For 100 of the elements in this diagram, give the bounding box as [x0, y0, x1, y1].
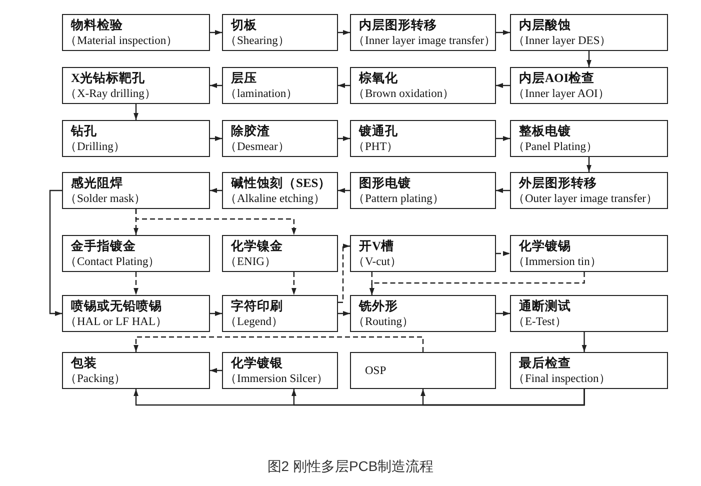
arrow	[210, 311, 222, 316]
arrow	[210, 30, 222, 35]
dashed-arrow	[338, 244, 350, 303]
step-title: 包装	[70, 354, 98, 370]
process-box	[222, 235, 338, 272]
arrow	[496, 83, 510, 88]
step-title: 钻孔	[70, 122, 98, 138]
step-title: 字符印刷	[230, 298, 284, 314]
process-box	[510, 295, 668, 332]
process-box	[62, 172, 210, 209]
step-subtitle: （Desmear）	[225, 140, 291, 154]
arrow	[134, 104, 138, 120]
process-box	[222, 352, 338, 389]
step-title: 最后检查	[518, 354, 572, 370]
arrow	[496, 136, 510, 141]
arrow	[338, 136, 350, 141]
process-box	[62, 14, 210, 51]
arrow	[338, 83, 350, 88]
step-title: 内层AOI检查	[518, 70, 596, 86]
step-title: 金手指镀金	[70, 238, 137, 254]
step-subtitle: （E-Test）	[513, 314, 568, 330]
step-title: 通断测试	[518, 298, 572, 314]
arrow	[496, 30, 510, 35]
step-subtitle: （Drilling）	[65, 140, 126, 154]
step-subtitle: （Pattern plating）	[353, 192, 446, 206]
dashed-arrow	[291, 272, 296, 295]
step-title: 层压	[230, 70, 258, 86]
step-subtitle: （Immersion tin）	[513, 254, 603, 270]
step-title: 喷锡或无铅喷锡	[70, 298, 163, 314]
process-box	[350, 235, 496, 272]
step-title: 碱性蚀刻（SES）	[230, 174, 332, 190]
arrow	[338, 188, 350, 193]
process-box	[510, 120, 668, 157]
arrow	[49, 190, 62, 316]
figure-caption: 图2 刚性多层PCB制造流程	[266, 457, 435, 476]
process-box	[222, 295, 338, 332]
step-title: 化学镀银	[230, 354, 284, 370]
step-subtitle: （Contact Plating）	[65, 254, 162, 270]
step-subtitle: （Final inspection）	[513, 372, 612, 386]
dashed-arrow	[496, 251, 510, 256]
step-subtitle: （Shearing）	[225, 34, 291, 48]
step-title: 整板电镀	[518, 122, 572, 138]
arrow	[338, 311, 350, 316]
step-subtitle: （Inner layer AOI）	[513, 86, 611, 102]
process-box	[62, 352, 210, 389]
step-title: 感光阻焊	[70, 174, 124, 190]
arrow	[210, 136, 222, 141]
process-box	[510, 172, 668, 209]
dashed-arrow	[369, 272, 585, 295]
step-title: 开V槽	[358, 238, 396, 254]
arrow	[586, 51, 592, 67]
process-box	[510, 67, 668, 104]
step-subtitle: （Outer layer image transfer）	[513, 192, 660, 206]
step-subtitle: （V-cut）	[353, 254, 404, 270]
step-subtitle: （Alkaline etching）	[225, 192, 326, 206]
arrow	[134, 389, 585, 406]
step-subtitle: （Solder mask）	[65, 192, 148, 206]
process-box	[62, 235, 210, 272]
process-box	[350, 352, 496, 389]
process-box	[350, 120, 496, 157]
arrow	[210, 188, 222, 193]
arrow	[496, 311, 510, 316]
step-title: 内层酸蚀	[518, 16, 572, 32]
step-subtitle: （Legend）	[225, 314, 284, 330]
step-subtitle: （lamination）	[225, 86, 300, 102]
process-box	[222, 120, 338, 157]
step-subtitle: （PHT）	[353, 140, 400, 154]
step-title: 物料检验	[70, 16, 124, 32]
process-box	[350, 172, 496, 209]
step-title: 切板	[230, 16, 258, 32]
process-box	[62, 120, 210, 157]
step-subtitle: （Brown oxidation）	[353, 86, 456, 102]
step-title: 化学镍金	[230, 238, 284, 254]
arrow	[496, 188, 510, 193]
process-box	[510, 352, 668, 389]
process-box	[350, 295, 496, 332]
arrow	[338, 30, 350, 35]
process-box	[222, 14, 338, 51]
step-title: 镀通孔	[358, 122, 399, 138]
step-title: 内层图形转移	[358, 16, 438, 32]
step-title: 除胶渣	[230, 122, 271, 138]
step-subtitle: （ENIG）	[225, 254, 278, 270]
step-subtitle: （X-Ray drilling）	[65, 86, 158, 102]
step-title: 图形电镀	[358, 174, 412, 190]
process-box	[350, 14, 496, 51]
step-subtitle: （Material inspection）	[65, 34, 180, 48]
step-title: OSP	[365, 364, 388, 378]
arrow	[210, 83, 222, 88]
process-box	[222, 172, 338, 209]
step-title: 外层图形转移	[518, 174, 598, 190]
step-subtitle: （Immersion Silcer）	[225, 372, 330, 386]
process-box	[350, 67, 496, 104]
arrow	[586, 157, 592, 172]
process-box	[510, 14, 668, 51]
arrow	[210, 368, 222, 373]
step-subtitle: （Routing）	[353, 314, 416, 330]
process-box	[222, 67, 338, 104]
process-box	[62, 67, 210, 104]
step-title: 铣外形	[358, 298, 399, 314]
step-subtitle: （Packing）	[65, 372, 128, 386]
